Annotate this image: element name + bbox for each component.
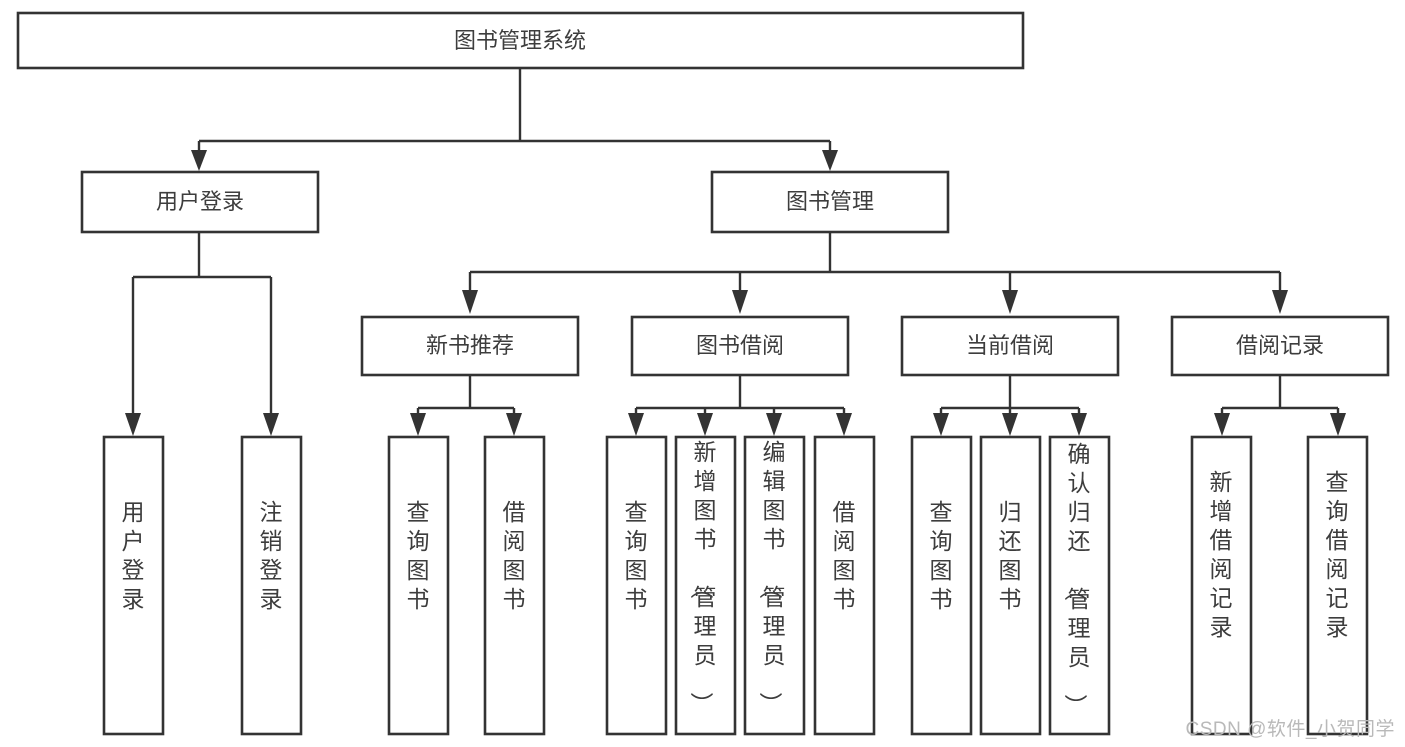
leaf-current-query-book[interactable]: 查询图书 — [910, 435, 973, 736]
node-root-box — [16, 11, 1025, 70]
leaf-current-confirm-return[interactable]: 确认归还（管理员） — [1048, 435, 1111, 736]
leaf-record-add-record[interactable]: 新增借阅记录 — [1190, 435, 1253, 736]
node-new-book-recommend[interactable]: 新书推荐 — [360, 315, 580, 377]
leaf-user-login-label: 用户登录 — [122, 499, 145, 612]
arrow-to-book-management — [822, 150, 838, 171]
node-new-book-recommend-box — [360, 315, 580, 377]
leaf-newbook-borrow-book-box — [483, 435, 546, 736]
leaf-user-login-box — [102, 435, 165, 736]
leaf-current-confirm-return-label: 确认归还（管理员） — [1063, 441, 1091, 717]
leaf-borrow-add-book-label: 新增图书（管理员） — [689, 439, 717, 715]
arrow-to-book-borrow — [732, 290, 748, 314]
arrow-newbook-leaf-2 — [506, 413, 522, 436]
leaf-borrow-edit-book-box — [743, 435, 806, 736]
arrow-borrow-leaf-4 — [836, 413, 852, 436]
leaf-newbook-borrow-book-label: 借阅图书 — [503, 499, 526, 612]
leaf-record-add-record-label: 新增借阅记录 — [1210, 469, 1233, 640]
leaf-borrow-query-book-box — [605, 435, 668, 736]
arrow-borrow-leaf-1 — [628, 413, 644, 436]
node-book-management[interactable]: 图书管理 — [710, 170, 950, 234]
arrow-to-new-book — [462, 290, 478, 314]
node-book-borrow[interactable]: 图书借阅 — [630, 315, 850, 377]
node-current-borrow-box — [900, 315, 1120, 377]
leaf-record-add-record-box — [1190, 435, 1253, 736]
leaf-logout[interactable]: 注销登录 — [240, 435, 303, 736]
leaf-record-query-record-box — [1306, 435, 1369, 736]
leaf-newbook-query-book-box — [387, 435, 450, 736]
leaf-logout-box — [240, 435, 303, 736]
leaf-current-return-book-box — [979, 435, 1042, 736]
node-user-login-box — [80, 170, 320, 234]
arrow-to-user-login — [191, 150, 207, 171]
node-current-borrow[interactable]: 当前借阅 — [900, 315, 1120, 377]
node-current-borrow-label: 当前借阅 — [966, 333, 1054, 358]
node-book-management-label: 图书管理 — [786, 189, 874, 214]
leaf-borrow-add-book-box — [674, 435, 737, 736]
leaf-borrow-borrow-book-label: 借阅图书 — [833, 499, 856, 612]
arrow-newbook-leaf-1 — [410, 413, 426, 436]
connector-group — [125, 68, 1346, 436]
node-borrow-record-label: 借阅记录 — [1236, 333, 1324, 358]
leaf-borrow-edit-book[interactable]: 编辑图书（管理员） — [743, 435, 806, 736]
arrow-user-leaf-1 — [125, 413, 141, 436]
arrow-to-borrow-record — [1272, 290, 1288, 314]
node-root-label: 图书管理系统 — [454, 28, 586, 53]
leaf-borrow-borrow-book-box — [813, 435, 876, 736]
node-borrow-record-box — [1170, 315, 1390, 377]
leaf-newbook-borrow-book[interactable]: 借阅图书 — [483, 435, 546, 736]
leaf-user-login[interactable]: 用户登录 — [102, 435, 165, 736]
leaf-borrow-add-book[interactable]: 新增图书（管理员） — [674, 435, 737, 736]
leaf-record-query-record[interactable]: 查询借阅记录 — [1306, 435, 1369, 736]
arrow-user-leaf-2 — [263, 413, 279, 436]
node-borrow-record[interactable]: 借阅记录 — [1170, 315, 1390, 377]
leaf-borrow-query-book[interactable]: 查询图书 — [605, 435, 668, 736]
leaf-logout-label: 注销登录 — [260, 499, 283, 612]
arrow-current-leaf-1 — [933, 413, 949, 436]
node-book-borrow-label: 图书借阅 — [696, 333, 784, 358]
leaf-current-confirm-return-box — [1048, 435, 1111, 736]
arrow-to-current-borrow — [1002, 290, 1018, 314]
leaf-borrow-edit-book-label: 编辑图书（管理员） — [758, 439, 786, 715]
node-new-book-recommend-label: 新书推荐 — [426, 333, 514, 358]
node-user-login[interactable]: 用户登录 — [80, 170, 320, 234]
leaf-newbook-query-book[interactable]: 查询图书 — [387, 435, 450, 736]
node-book-borrow-box — [630, 315, 850, 377]
node-user-login-label: 用户登录 — [156, 189, 244, 214]
node-book-management-box — [710, 170, 950, 234]
leaf-current-return-book-label: 归还图书 — [999, 499, 1022, 612]
leaf-borrow-borrow-book[interactable]: 借阅图书 — [813, 435, 876, 736]
arrow-borrow-leaf-3 — [766, 413, 782, 436]
csdn-watermark: CSDN @软件_小贺同学 — [1185, 719, 1395, 740]
arrow-record-leaf-1 — [1214, 413, 1230, 436]
leaf-current-query-book-label: 查询图书 — [930, 499, 953, 612]
arrow-record-leaf-2 — [1330, 413, 1346, 436]
leaf-newbook-query-book-label: 查询图书 — [407, 499, 430, 612]
leaf-current-return-book[interactable]: 归还图书 — [979, 435, 1042, 736]
arrow-borrow-leaf-2 — [697, 413, 713, 436]
node-root-book-management-system[interactable]: 图书管理系统 — [16, 11, 1025, 70]
arrow-current-leaf-2 — [1002, 413, 1018, 436]
leaf-borrow-query-book-label: 查询图书 — [625, 499, 648, 612]
arrow-current-leaf-3 — [1071, 413, 1087, 436]
leaf-record-query-record-label: 查询借阅记录 — [1326, 469, 1349, 640]
leaf-current-query-book-box — [910, 435, 973, 736]
